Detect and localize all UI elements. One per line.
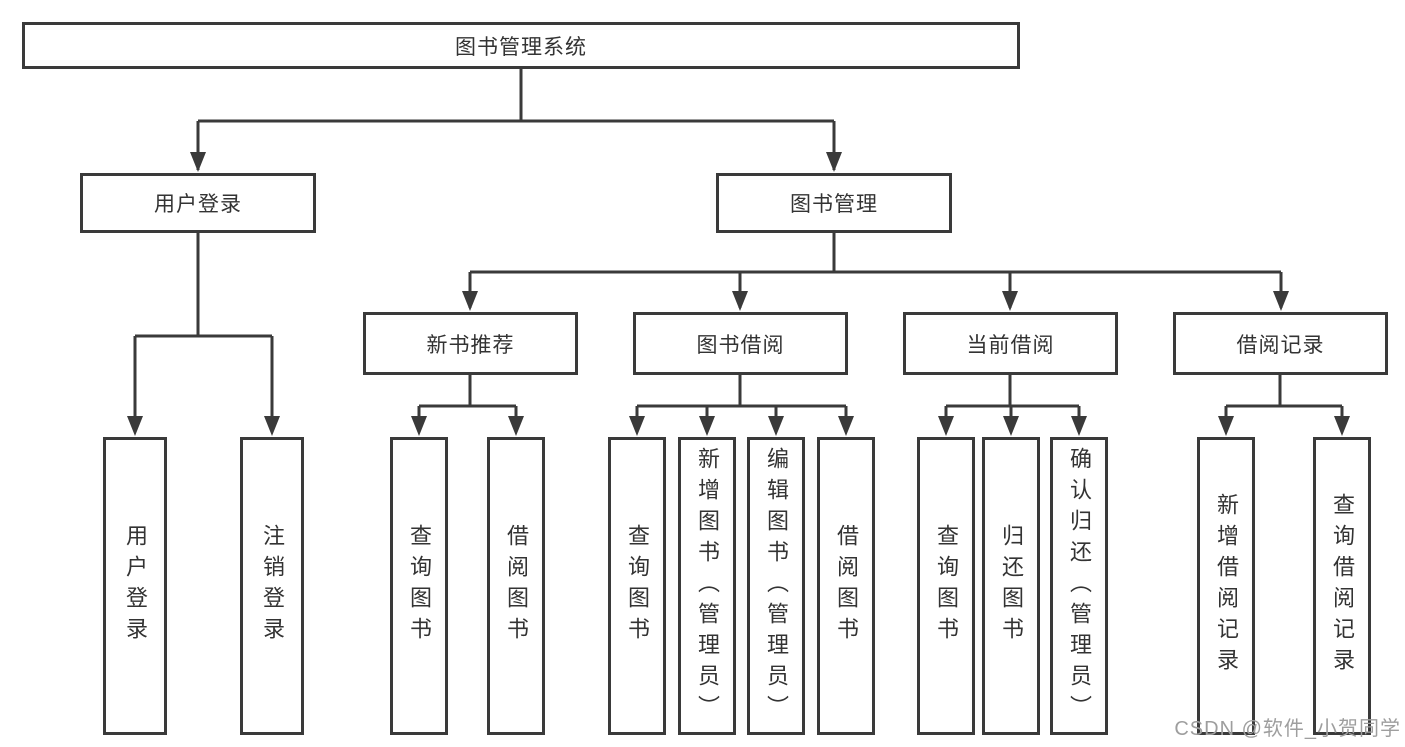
node-book-borrow: 图书借阅	[633, 312, 848, 375]
leaf-borrow-books-recommend: 借阅图书	[487, 437, 545, 735]
leaf-label: 注销登录	[260, 524, 285, 648]
leaf-label: 查询图书	[407, 524, 432, 648]
leaf-label: 查询图书	[934, 524, 959, 648]
arrow-down-icon	[1334, 416, 1350, 436]
leaf-user-login: 用户登录	[103, 437, 167, 735]
leaf-label: 查询借阅记录	[1330, 493, 1355, 679]
leaf-label: 查询图书	[625, 524, 650, 648]
leaf-logout: 注销登录	[240, 437, 304, 735]
leaf-label: 归还图书	[999, 524, 1024, 648]
arrow-down-icon	[508, 416, 524, 436]
leaf-query-books-current: 查询图书	[917, 437, 975, 735]
arrow-down-icon	[699, 416, 715, 436]
leaf-confirm-return-admin: 确认归还（管理员）	[1050, 437, 1108, 735]
leaf-query-books-borrow: 查询图书	[608, 437, 666, 735]
leaf-label: 新增图书（管理员）	[695, 446, 720, 726]
leaf-add-borrow-record: 新增借阅记录	[1197, 437, 1255, 735]
leaf-borrow-books: 借阅图书	[817, 437, 875, 735]
node-root-library-system: 图书管理系统	[22, 22, 1020, 69]
arrow-down-icon	[1003, 416, 1019, 436]
node-book-management: 图书管理	[716, 173, 952, 233]
csdn-watermark: CSDN @软件_小贺同学	[1174, 718, 1401, 740]
arrow-down-icon	[1071, 416, 1087, 436]
node-current-borrow: 当前借阅	[903, 312, 1118, 375]
leaf-return-books: 归还图书	[982, 437, 1040, 735]
arrow-down-icon	[127, 416, 143, 436]
node-new-book-recommend: 新书推荐	[363, 312, 578, 375]
leaf-add-books-admin: 新增图书（管理员）	[678, 437, 736, 735]
leaf-query-books-recommend: 查询图书	[390, 437, 448, 735]
node-borrow-records: 借阅记录	[1173, 312, 1388, 375]
tree-edges	[133, 69, 1344, 432]
leaf-label: 用户登录	[123, 524, 148, 648]
leaf-label: 借阅图书	[834, 524, 859, 648]
arrow-down-icon	[732, 291, 748, 311]
arrow-down-icon	[838, 416, 854, 436]
leaf-query-borrow-record: 查询借阅记录	[1313, 437, 1371, 735]
leaf-edit-books-admin: 编辑图书（管理员）	[747, 437, 805, 735]
arrow-down-icon	[826, 152, 842, 172]
arrowheads	[127, 152, 1350, 436]
arrow-down-icon	[190, 152, 206, 172]
leaf-label: 编辑图书（管理员）	[764, 446, 789, 726]
arrow-down-icon	[629, 416, 645, 436]
node-user-login: 用户登录	[80, 173, 316, 233]
arrow-down-icon	[264, 416, 280, 436]
leaf-label: 借阅图书	[504, 524, 529, 648]
arrow-down-icon	[768, 416, 784, 436]
arrow-down-icon	[462, 291, 478, 311]
arrow-down-icon	[1218, 416, 1234, 436]
leaf-label: 确认归还（管理员）	[1067, 446, 1092, 726]
arrow-down-icon	[1273, 291, 1289, 311]
arrow-down-icon	[411, 416, 427, 436]
arrow-down-icon	[1002, 291, 1018, 311]
arrow-down-icon	[938, 416, 954, 436]
leaf-label: 新增借阅记录	[1214, 493, 1239, 679]
